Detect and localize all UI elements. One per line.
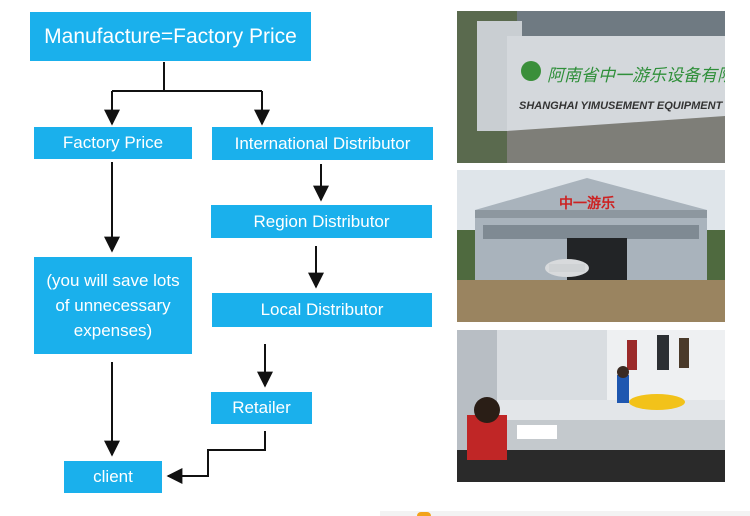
building-sign: 中一游乐 bbox=[559, 195, 615, 212]
factory-building-photo: 中一游乐 bbox=[457, 170, 725, 322]
workshop-photo bbox=[457, 330, 725, 482]
company-gate-photo: 阿南省中一游乐设备有限公 SHANGHAI YIMUSEMENT EQUIPME… bbox=[457, 11, 725, 163]
company-sign-chinese: 阿南省中一游乐设备有限公 bbox=[547, 66, 725, 86]
savings-note-box: (you will save lots of unnecessary expen… bbox=[34, 257, 192, 354]
company-sign-english: SHANGHAI YIMUSEMENT EQUIPMENT CO.,LT bbox=[519, 100, 725, 112]
international-distributor-box: International Distributor bbox=[212, 127, 433, 160]
local-distributor-box: Local Distributor bbox=[212, 293, 432, 327]
region-distributor-box: Region Distributor bbox=[211, 205, 432, 238]
factory-price-box: Factory Price bbox=[34, 127, 192, 159]
client-box: client bbox=[64, 461, 162, 493]
arrow-retailer-to-client bbox=[166, 431, 266, 484]
orange-indicator bbox=[417, 512, 431, 516]
retailer-box: Retailer bbox=[211, 392, 312, 424]
manufacture-factory-price-box: Manufacture=Factory Price bbox=[30, 12, 311, 61]
bottom-strip bbox=[380, 511, 750, 516]
